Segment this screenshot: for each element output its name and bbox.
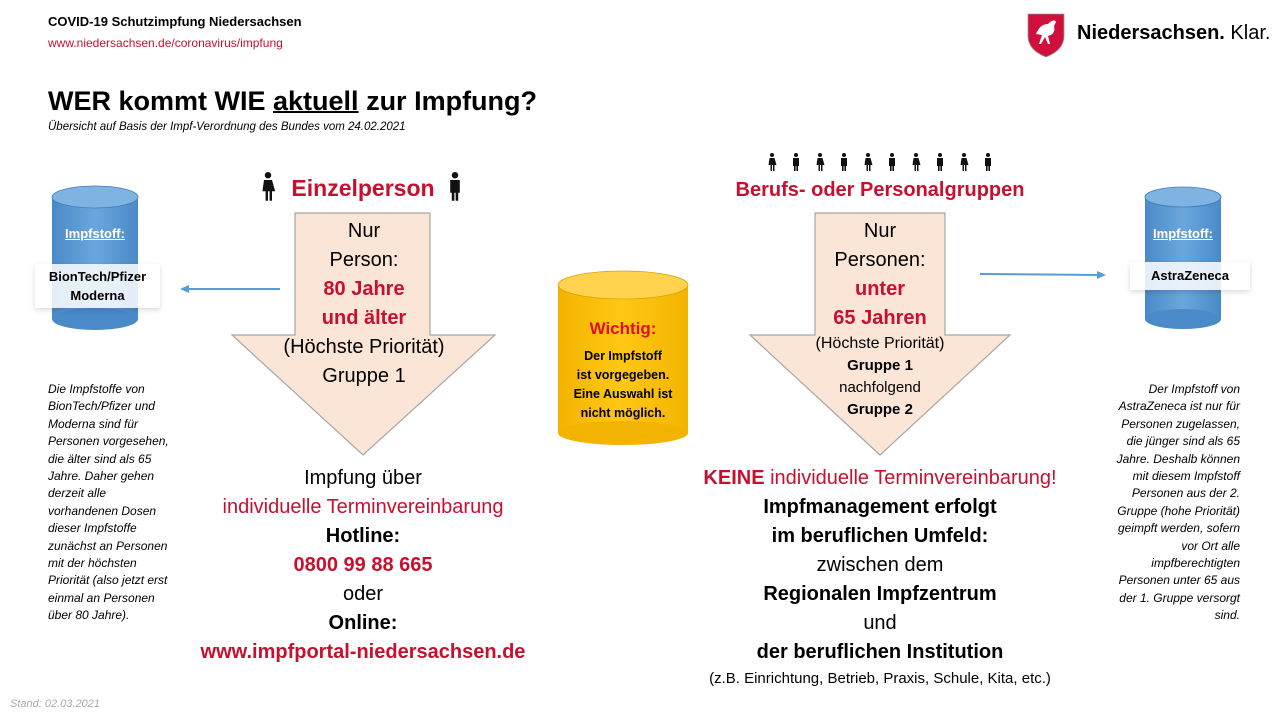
bottom-line: KEINE individuelle Terminvereinbarung! xyxy=(630,464,1130,493)
left-note: Die Impfstoffe von BionTech/Pfizer und M… xyxy=(48,382,169,623)
center-title: Wichtig: xyxy=(589,319,657,338)
arrow-line: Gruppe 1 xyxy=(847,357,913,374)
arrow-line: Gruppe 1 xyxy=(322,365,406,387)
left-arrow-text: Nur Person: 80 Jahre und älter (Höchste … xyxy=(233,217,495,391)
center-line: ist vorgegeben. xyxy=(576,368,670,382)
right-heading: Berufs- oder Personalgruppen xyxy=(735,179,1025,201)
person-female-icon xyxy=(768,153,777,171)
bottom-line: individuelle Terminvereinbarung xyxy=(222,496,504,518)
bottom-line: Online: xyxy=(328,612,398,634)
logo-wordmark: Niedersachsen. Klar. xyxy=(1077,22,1270,45)
title-underlined: aktuell xyxy=(273,86,359,116)
arrow-line: Gruppe 2 xyxy=(847,401,913,418)
arrow-line: nachfolgend xyxy=(839,379,921,396)
arrow-line: Personen: xyxy=(834,249,926,271)
bottom-line: im beruflichen Umfeld: xyxy=(771,525,989,547)
vaccine-astrazeneca: AstraZeneca xyxy=(1130,262,1250,290)
bottom-line: Impfmanagement erfolgt xyxy=(763,496,997,518)
center-line: Eine Auswahl ist xyxy=(573,387,673,401)
bottom-line: Hotline: xyxy=(325,525,401,547)
person-female-icon xyxy=(864,153,873,171)
center-line: Der Impfstoff xyxy=(584,349,662,363)
arrow-line: und älter xyxy=(321,307,407,329)
right-bottom-text: KEINE individuelle Terminvereinbarung! I… xyxy=(630,464,1130,691)
arrow-line: (Höchste Priorität) xyxy=(283,336,445,358)
keine-label: KEINE xyxy=(703,467,765,489)
person-female-icon xyxy=(912,153,921,171)
bottom-line: und xyxy=(863,612,897,634)
left-heading: Einzelperson xyxy=(291,175,435,201)
person-female-icon xyxy=(816,153,825,171)
bottom-line: Impfung über xyxy=(304,467,422,489)
right-vaccine-label: Impfstoff: xyxy=(1153,226,1213,241)
impfportal-link[interactable]: www.impfportal-niedersachsen.de xyxy=(200,641,526,663)
person-male-icon xyxy=(793,153,799,171)
center-yellow-cylinder xyxy=(557,270,689,445)
arrow-line: Person: xyxy=(329,249,399,271)
logo-claim: Klar. xyxy=(1230,22,1271,44)
left-vaccine-cylinder xyxy=(51,185,139,330)
arrow-line: 65 Jahren xyxy=(833,307,927,329)
bottom-line-first: individuelle Terminvereinbarung! xyxy=(764,467,1057,489)
logo-name: Niedersachsen. xyxy=(1077,22,1225,44)
person-male-icon xyxy=(889,153,895,171)
bottom-line: oder xyxy=(342,583,384,605)
arrow-line: Nur xyxy=(863,220,897,242)
right-arrow-line xyxy=(979,273,1101,276)
niedersachsen-logo-icon xyxy=(1027,13,1065,58)
left-vaccine-names: BionTech/Pfizer Moderna xyxy=(35,264,160,308)
title-pre: WER kommt WIE xyxy=(48,86,274,116)
vaccine-biontech: BionTech/Pfizer xyxy=(48,269,147,284)
left-vaccine-label: Impfstoff: xyxy=(65,226,125,241)
header-url[interactable]: www.niedersachsen.de/coronavirus/impfung xyxy=(48,36,283,50)
bottom-line: der beruflichen Institution xyxy=(756,641,1004,663)
header-title: COVID-19 Schutzimpfung Niedersachsen xyxy=(48,14,302,29)
right-vaccine-cylinder xyxy=(1144,186,1222,329)
right-arrow-text: Nur Personen: unter 65 Jahren (Höchste P… xyxy=(750,217,1010,421)
arrow-line: 80 Jahre xyxy=(323,278,405,300)
person-male-icon xyxy=(450,172,460,201)
person-male-icon xyxy=(937,153,943,171)
bottom-line: zwischen dem xyxy=(816,554,944,576)
vaccine-moderna: Moderna xyxy=(70,288,125,303)
bottom-line: Regionalen Impfzentrum xyxy=(763,583,997,605)
right-down-arrow xyxy=(748,212,1012,456)
page-title: WER kommt WIE aktuell zur Impfung? xyxy=(48,86,537,117)
person-female-icon xyxy=(262,172,276,201)
person-male-icon xyxy=(841,153,847,171)
arrow-line: Nur xyxy=(347,220,381,242)
center-note: Wichtig: Der Impfstoff ist vorgegeben. E… xyxy=(558,319,688,423)
left-bottom-text: Impfung über individuelle Terminvereinba… xyxy=(163,464,563,667)
arrow-line: (Höchste Priorität) xyxy=(815,335,945,352)
person-female-icon xyxy=(960,153,969,171)
stand-date: Stand: 02.03.2021 xyxy=(10,698,100,710)
hotline-number[interactable]: 0800 99 88 665 xyxy=(293,554,433,576)
title-post: zur Impfung? xyxy=(358,86,538,116)
person-male-icon xyxy=(985,153,991,171)
center-line: nicht möglich. xyxy=(580,406,666,420)
arrow-line: unter xyxy=(855,278,905,300)
page-subtitle: Übersicht auf Basis der Impf-Verordnung … xyxy=(48,121,406,133)
left-down-arrow xyxy=(230,212,497,456)
right-note: Der Impfstoff von AstraZeneca ist nur fü… xyxy=(1116,382,1240,623)
bottom-line: (z.B. Einrichtung, Betrieb, Praxis, Schu… xyxy=(709,670,1051,687)
